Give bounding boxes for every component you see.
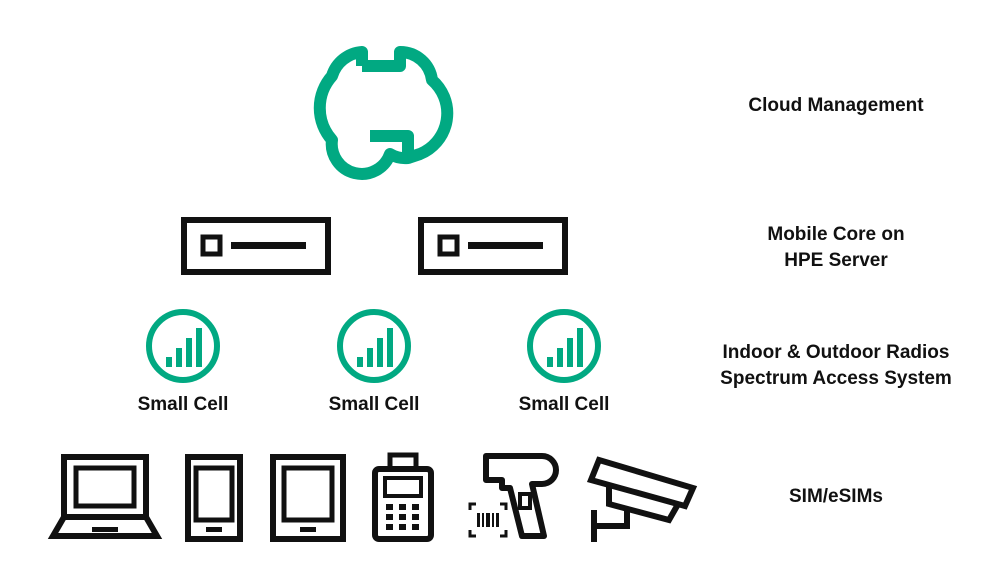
radios-line2: Spectrum Access System — [720, 368, 952, 389]
laptop-icon — [47, 452, 163, 544]
tablet-icon — [270, 454, 346, 542]
small-cell-label: Small Cell — [137, 394, 229, 415]
mobile-core-line1: Mobile Core on — [767, 224, 905, 245]
cloud-icon — [270, 14, 475, 180]
server-icon — [418, 217, 568, 275]
server-icon — [181, 217, 331, 275]
cloud-management-label: Cloud Management — [748, 95, 924, 116]
security-camera-icon — [586, 456, 699, 544]
mobile-core-label: Mobile Core on HPE Server — [696, 222, 976, 274]
barcode-scanner-icon — [466, 452, 562, 544]
signal-bars-icon — [524, 306, 604, 386]
small-cell: Small Cell — [113, 306, 253, 426]
radios-label: Indoor & Outdoor Radios Spectrum Access … — [696, 340, 976, 392]
sim-esims-label: SIM/eSIMs — [789, 486, 883, 507]
small-cell-label: Small Cell — [518, 394, 610, 415]
signal-bars-icon — [334, 306, 414, 386]
small-cell: Small Cell — [494, 306, 634, 426]
smartphone-icon — [185, 454, 243, 542]
radios-line1: Indoor & Outdoor Radios — [722, 342, 950, 363]
small-cell: Small Cell — [304, 306, 444, 426]
signal-bars-icon — [143, 306, 223, 386]
handheld-terminal-icon — [372, 452, 434, 542]
small-cell-label: Small Cell — [328, 394, 420, 415]
mobile-core-line2: HPE Server — [784, 250, 888, 271]
